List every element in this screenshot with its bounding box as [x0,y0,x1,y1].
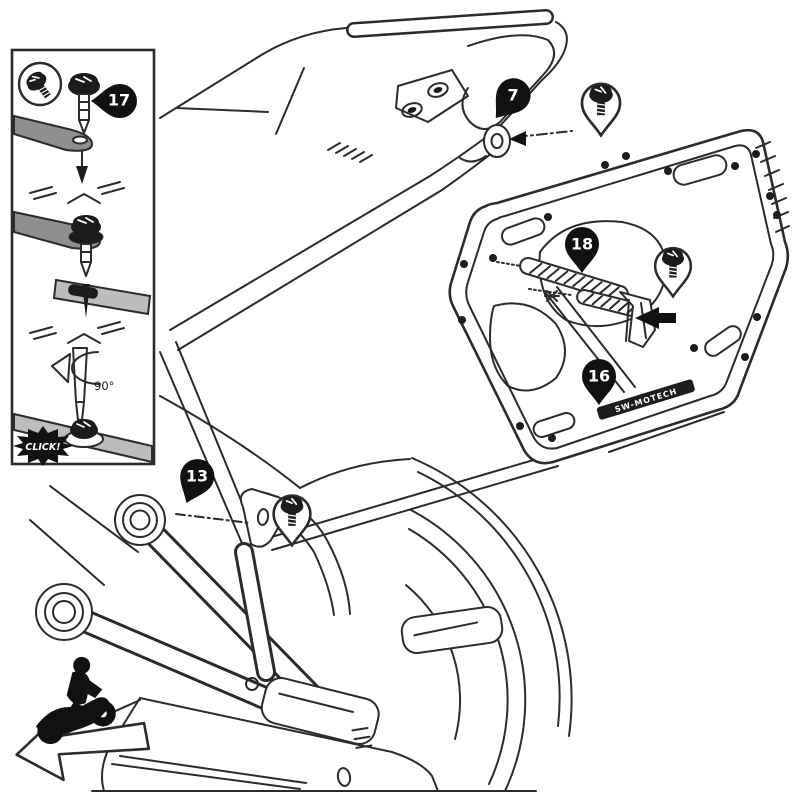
side-carrier-plate: SW-MOTECH [448,128,790,465]
screwdriver-blade [75,401,85,421]
mount-boss-hole [490,133,504,149]
plate-screw-holes [458,150,781,442]
rail-bolt-a [427,82,449,98]
insert-arrow-icon [635,307,676,329]
swingarm-lines [29,485,139,586]
alignment-arrowhead [509,131,526,146]
fender-lower-edge [159,395,301,489]
tail-underside-lower [177,141,507,351]
break-marks-2 [29,321,125,344]
seat-hump-curve [262,27,347,55]
footrest-hanger [35,494,328,726]
tail-crease [275,67,305,135]
insert-direction-arrow [82,284,90,318]
passenger-footpeg [400,606,504,654]
callout-17: 17 [91,84,137,118]
click-badge: CLICK! [13,426,73,466]
screw-pin-7 [580,82,622,137]
inset-step-3: 90° CLICK! [13,347,153,466]
press-arrow-icon [76,166,88,184]
tail-rear-edge [497,21,568,129]
callout-18-label: 18 [571,235,593,254]
tire-outer-arc [410,509,527,792]
callout-16: 16 [582,359,616,405]
callout-16-label: 16 [588,367,610,386]
bracket-dotted-lines [496,261,572,296]
hugger-top-edge [299,458,411,489]
callout-13-label: 13 [186,467,208,486]
rim-arc [405,584,462,740]
arm-hole [72,135,88,145]
mount-boss [483,124,511,158]
inset-step-2 [13,210,152,318]
hanger-small-hole [245,677,259,691]
rotation-angle-label: 90° [94,379,114,393]
plate-edge-shadow [608,411,725,453]
grab-bar-inner [348,11,552,36]
mount-lug-hole [256,508,270,526]
rail-bolt-b [401,102,423,118]
grab-rail [461,34,555,130]
cowl-vent-hole [336,767,352,787]
tire-inner-arc [408,528,509,785]
callout-7-label: 7 [507,86,518,105]
plate-window-lower [489,302,566,392]
inset-step-1 [13,61,100,184]
tail-underside-upper [169,127,499,331]
carrier-arm [13,114,94,152]
alignment-dashdot-13 [175,513,251,524]
callout-18: 18 [565,227,599,273]
motorcycle-rear-linework [29,9,573,792]
plate-handle-slot-top-right [672,154,728,186]
plate-window-upper [538,220,667,328]
rotation-arrow-head [51,353,71,383]
plate-handle-slot-top-left [500,217,546,246]
hugger-outer-arc [411,457,573,737]
plate-handle-slot-bottom [532,411,576,439]
click-label: CLICK! [25,442,60,453]
plate-handle-slot-right [704,325,742,357]
screw-pin-13 [272,494,312,547]
motorcycle-rider-silhouette [35,656,116,745]
plate-edge-hatching [755,141,790,233]
heel-guard-bracket [260,677,380,749]
seat-line [175,107,269,113]
riding-direction-icon [15,656,151,782]
cowl-seam-lines [111,755,307,790]
inset-panel: 90° CLICK! [10,48,156,466]
quicklock-fastener [68,73,100,134]
break-marks-1 [29,181,125,204]
tail-hatch-marks [327,142,373,163]
alignment-dashdot-7 [516,130,573,138]
callout-13: 13 [170,453,220,510]
callout-7: 7 [482,71,538,129]
asterisk-mark [544,290,560,302]
plate-inner-contour [465,144,775,450]
hugger-inner-arc [417,471,561,727]
boss-flange [459,155,487,163]
callout-17-label: 17 [108,91,130,110]
rotation-arrow-arc [71,351,101,386]
